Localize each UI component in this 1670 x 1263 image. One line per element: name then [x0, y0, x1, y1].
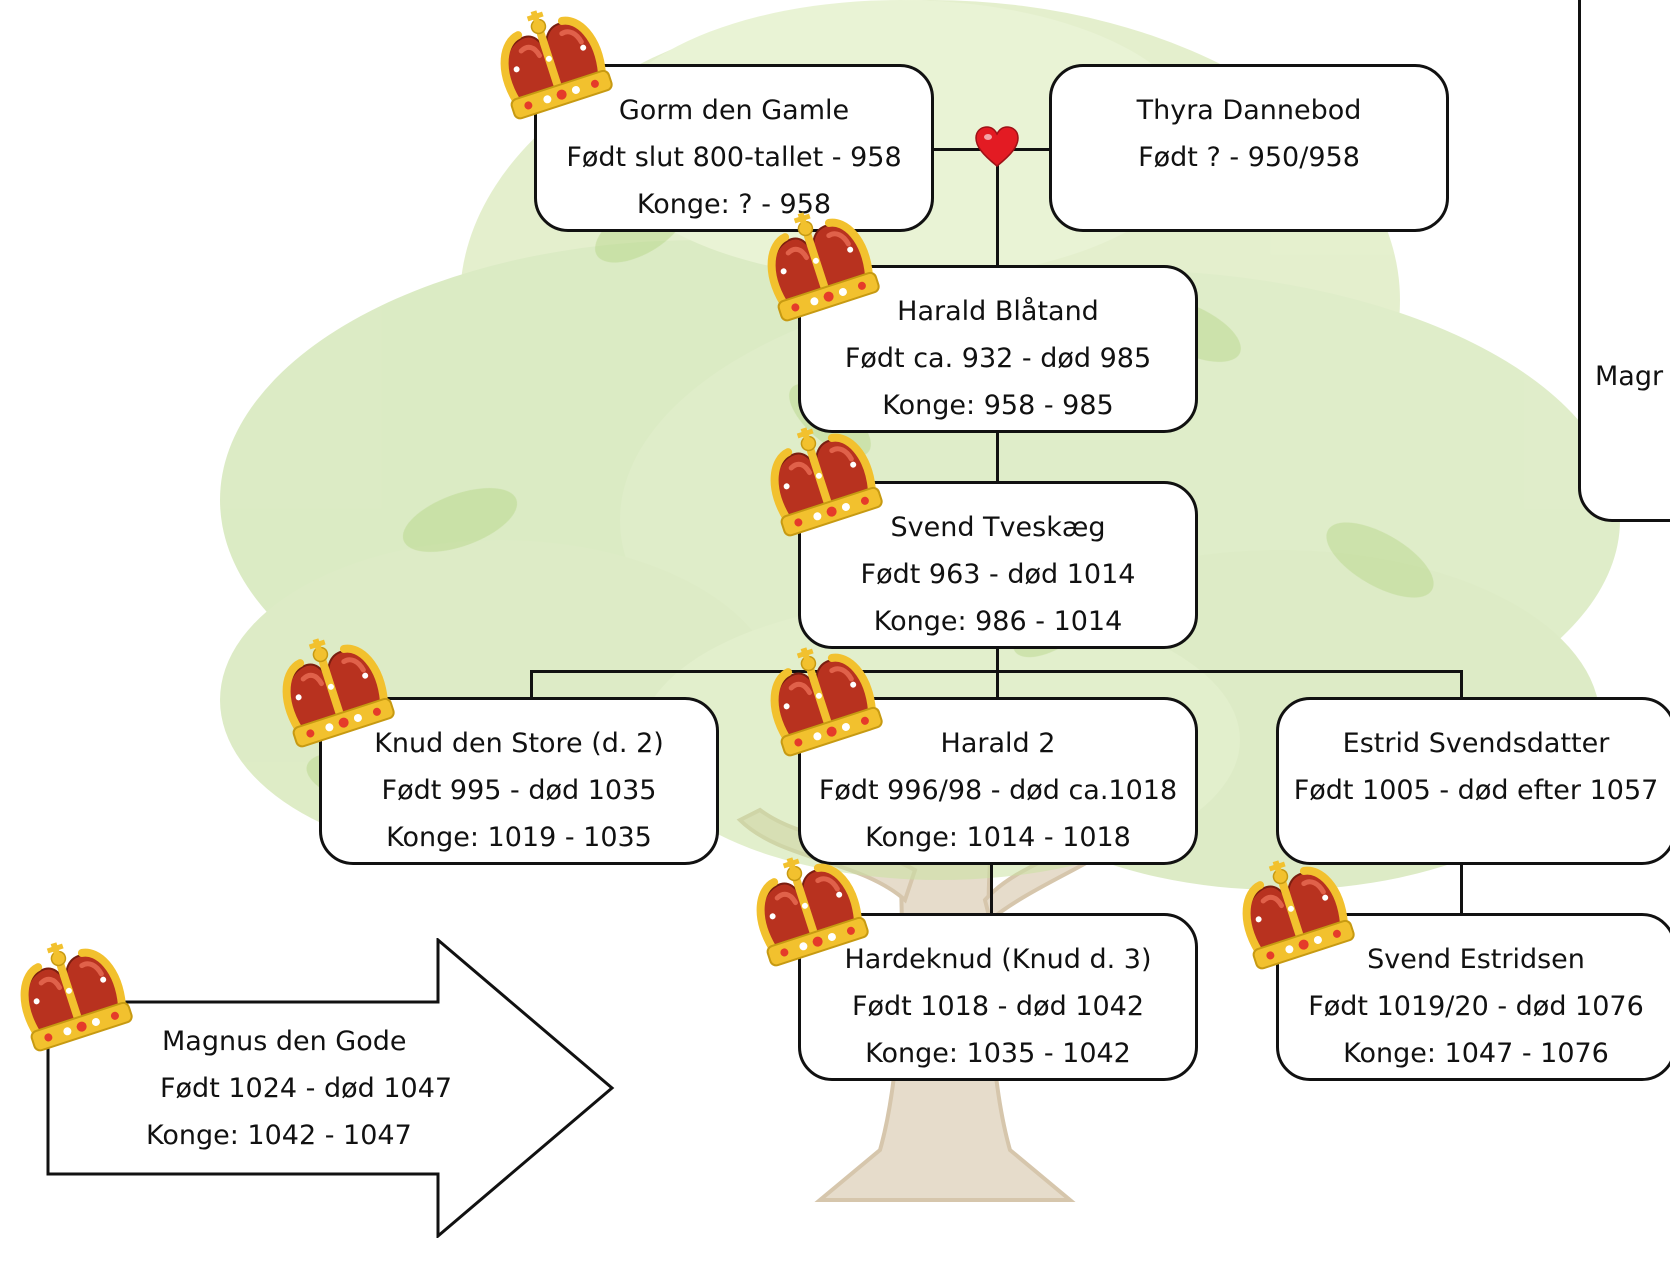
node-hardeknud-name: Hardeknud (Knud d. 3): [844, 944, 1152, 975]
node-harald-reign: Konge: 958 - 985: [882, 390, 1114, 421]
node-knud-name: Knud den Store (d. 2): [374, 728, 664, 759]
node-harald-name: Harald Blåtand: [897, 296, 1099, 327]
node-thyra-born: Født ? - 950/958: [1138, 142, 1360, 173]
crown-icon: [270, 636, 400, 748]
clipped-box: Magr: [1578, 0, 1670, 522]
node-harald2-reign: Konge: 1014 - 1018: [865, 822, 1131, 853]
node-knud-reign: Konge: 1019 - 1035: [386, 822, 652, 853]
node-svend-estridsen-born: Født 1019/20 - død 1076: [1308, 991, 1644, 1022]
connector-harald2-hardeknud: [990, 864, 993, 914]
connector-to-estrid: [1460, 670, 1463, 698]
node-svend-name: Svend Tveskæg: [890, 512, 1106, 543]
node-estrid-name: Estrid Svendsdatter: [1342, 728, 1610, 759]
connector-gorm-harald: [996, 150, 999, 266]
crown-icon: [755, 210, 885, 322]
node-thyra-name: Thyra Dannebod: [1136, 95, 1362, 126]
connector-estrid-svendE: [1460, 864, 1463, 914]
clipped-box-text: Magr: [1595, 361, 1664, 392]
node-estrid-born: Født 1005 - død efter 1057: [1293, 775, 1659, 806]
connector-harald-svend: [996, 432, 999, 482]
node-svend-reign: Konge: 986 - 1014: [873, 606, 1123, 637]
node-svend-estridsen-reign: Konge: 1047 - 1076: [1343, 1038, 1609, 1069]
node-thyra: Thyra Dannebod Født ? - 950/958: [1049, 64, 1449, 232]
node-hardeknud-born: Født 1018 - død 1042: [851, 991, 1145, 1022]
crown-icon: [758, 425, 888, 537]
heart-icon: [975, 126, 1019, 167]
arrow-shape: [46, 938, 615, 1238]
connector-to-harald2: [996, 670, 999, 698]
node-svend-born: Født 963 - død 1014: [860, 559, 1136, 590]
crown-icon: [1230, 858, 1360, 970]
node-gorm-born: Født slut 800-tallet - 958: [566, 142, 902, 173]
node-estrid: Estrid Svendsdatter Født 1005 - død efte…: [1276, 697, 1670, 865]
connector-svend-down: [996, 648, 999, 672]
crown-icon: [488, 8, 618, 120]
node-knud-born: Født 995 - død 1035: [381, 775, 657, 806]
node-harald-born: Født ca. 932 - død 985: [844, 343, 1152, 374]
node-hardeknud-reign: Konge: 1035 - 1042: [865, 1038, 1131, 1069]
crown-icon: [744, 855, 874, 967]
node-svend-estridsen-name: Svend Estridsen: [1367, 944, 1585, 975]
node-knud: Knud den Store (d. 2) Født 995 - død 103…: [319, 697, 719, 865]
arrow-name: Magnus den Gode: [162, 1026, 407, 1057]
crown-icon: [758, 645, 888, 757]
node-harald2-born: Født 996/98 - død ca.1018: [818, 775, 1178, 806]
node-gorm-name: Gorm den Gamle: [618, 95, 850, 126]
crown-icon: [8, 940, 138, 1052]
node-harald2-name: Harald 2: [940, 728, 1056, 759]
node-hardeknud: Hardeknud (Knud d. 3) Født 1018 - død 10…: [798, 913, 1198, 1081]
connector-to-knud: [530, 670, 533, 698]
arrow-reign: Konge: 1042 - 1047: [146, 1120, 412, 1151]
arrow-born: Født 1024 - død 1047: [160, 1073, 453, 1104]
